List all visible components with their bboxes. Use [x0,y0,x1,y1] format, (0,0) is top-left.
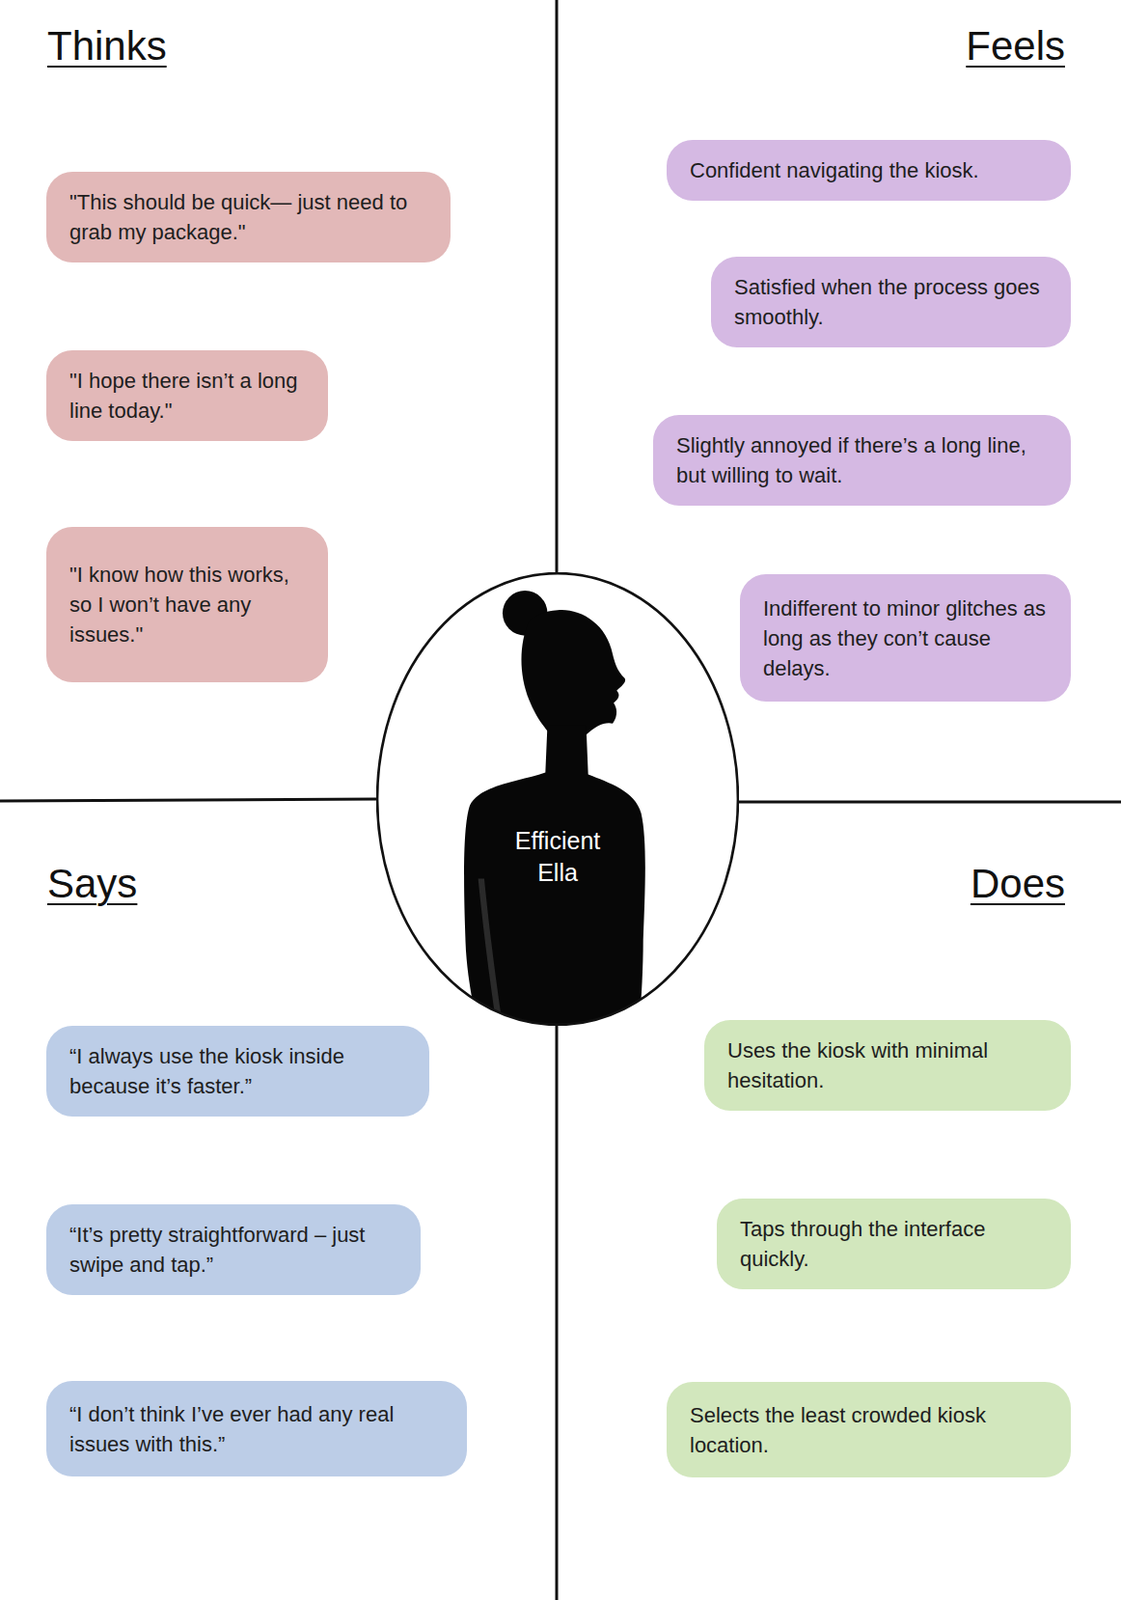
quadrant-heading: Does [970,860,1066,907]
sticky-note: Indifferent to minor glitches as long as… [739,574,1071,702]
note-text: Indifferent to minor glitches as long as… [763,593,1048,684]
sticky-note: “I don’t think I’ve ever had any real is… [46,1380,467,1477]
note-text: "This should be quick— just need to grab… [69,187,428,247]
quadrant-heading: Thinks [47,23,167,70]
sticky-note: Confident navigating the kiosk. [666,139,1071,201]
silhouette [464,590,646,1026]
persona-outline [376,572,739,1026]
note-text: Satisfied when the process goes smoothly… [734,272,1048,332]
note-text: Confident navigating the kiosk. [689,155,980,186]
persona-oval: Efficient Ella [376,572,739,1026]
sticky-note: "This should be quick— just need to grab… [46,171,451,263]
divider-line [0,798,379,801]
sticky-note: Uses the kiosk with minimal hesitation. [704,1019,1071,1111]
oval-border [377,573,739,1025]
sticky-note: Satisfied when the process goes smoothly… [710,256,1071,348]
quadrant-heading: Says [47,860,137,907]
note-text: Slightly annoyed if there’s a long line,… [676,430,1048,491]
sticky-note: Slightly annoyed if there’s a long line,… [653,414,1071,506]
sticky-note: "I hope there isn’t a long line today." [46,350,329,441]
persona-name: Efficient Ella [494,824,621,889]
note-text: “I don’t think I’ve ever had any real is… [69,1398,444,1459]
sticky-note: Taps through the interface quickly. [716,1198,1071,1289]
note-text: Selects the least crowded kiosk location… [689,1399,1048,1460]
sticky-note: “It’s pretty straightforward – just swip… [46,1203,421,1295]
note-text: Uses the kiosk with minimal hesitation. [727,1035,1048,1095]
sticky-note: "I know how this works, so I won’t have … [46,526,329,683]
sticky-note: “I always use the kiosk inside because i… [46,1025,430,1117]
note-text: "I hope there isn’t a long line today." [69,365,305,426]
note-text: “I always use the kiosk inside because i… [69,1040,407,1101]
note-text: “It’s pretty straightforward – just swip… [69,1219,398,1280]
sticky-note: Selects the least crowded kiosk location… [666,1381,1071,1477]
quadrant-heading: Feels [965,23,1066,70]
note-text: Taps through the interface quickly. [739,1213,1048,1274]
divider-line [738,800,1121,804]
divider-line [555,0,559,575]
note-text: "I know how this works, so I won’t have … [69,559,305,650]
divider-line [555,1022,559,1600]
